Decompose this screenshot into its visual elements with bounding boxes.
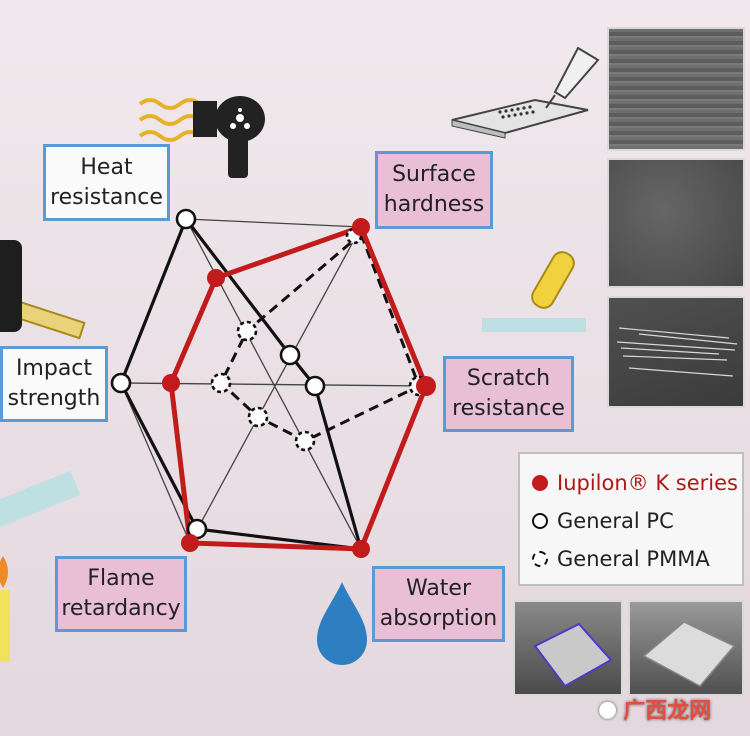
legend-item-pc: General PC xyxy=(532,502,732,540)
hair-dryer-icon xyxy=(193,96,265,178)
pencil-hardness-icon xyxy=(482,251,586,332)
surface-hardness-label: Surface hardness xyxy=(375,151,493,229)
general-pc-markers xyxy=(110,208,326,540)
heat-resistance-label: Heat resistance xyxy=(43,144,170,221)
legend-label-pc: General PC xyxy=(557,509,674,533)
red-dot-icon xyxy=(532,475,548,491)
legend-label-pmma: General PMMA xyxy=(557,547,710,571)
legend: Iupilon® K series General PC General PMM… xyxy=(518,452,744,586)
legend-item-iupilon: Iupilon® K series xyxy=(532,464,738,502)
dashed-circle-icon xyxy=(532,551,548,567)
scratch-photo-2 xyxy=(607,158,745,288)
heat-waves-icon xyxy=(138,98,202,142)
hammer-icon xyxy=(0,240,86,340)
impact-strength-label: Impact strength xyxy=(0,346,108,422)
solid-circle-icon xyxy=(532,513,548,529)
water-sample-photo-1 xyxy=(513,600,623,696)
scratch-photo-1 xyxy=(607,27,745,151)
watermark-text: 广西龙网 xyxy=(623,699,712,724)
scratch-tester-icon xyxy=(451,46,600,139)
scratch-photo-3 xyxy=(607,296,745,408)
scratch-lines-icon xyxy=(616,327,738,377)
wechat-icon: ● xyxy=(598,696,618,722)
candle-flame-icon xyxy=(0,470,81,662)
water-absorption-label: Water absorption xyxy=(372,566,505,642)
water-sample-photo-2 xyxy=(628,600,744,696)
general-pmma-markers xyxy=(210,227,430,452)
legend-item-pmma: General PMMA xyxy=(532,540,732,578)
scratch-resistance-label: Scratch resistance xyxy=(443,356,574,432)
water-drop-icon xyxy=(317,582,367,665)
flame-retardancy-label: Flame retardancy xyxy=(55,556,187,632)
watermark: ● 广西龙网 xyxy=(598,690,738,728)
legend-label-iupilon: Iupilon® K series xyxy=(557,471,738,495)
iupilon-k-series-markers xyxy=(162,218,436,558)
